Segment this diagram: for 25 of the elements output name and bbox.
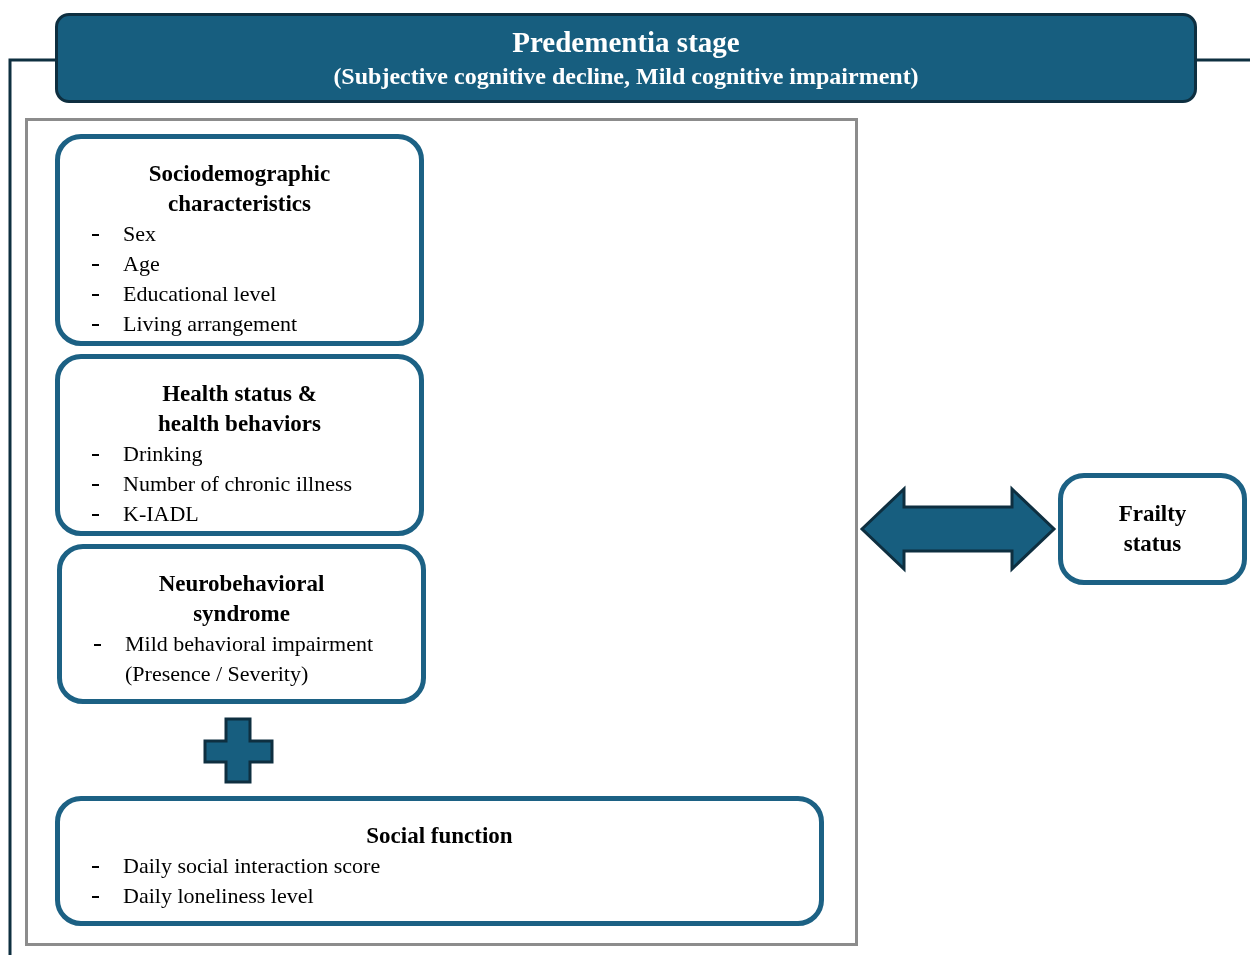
group-frame [25,118,858,946]
box-heading: Sociodemographic characteristics [147,160,332,218]
list-item: Living arrangement [123,310,298,338]
list-item: Daily social interaction score [123,852,381,880]
stage-subtitle: (Subjective cognitive decline, Mild cognitive impairment) [333,62,919,91]
factor-box [57,544,426,704]
factor-box [55,354,424,536]
box-heading: Neurobehavioral syndrome [157,570,326,628]
box-heading: Frailty status [1117,500,1188,558]
list-item: Mild behavioral impairment (Presence / Severity) [125,630,375,688]
factor-box [55,134,424,346]
factor-box [55,796,824,926]
list-item: Daily loneliness level [123,882,314,910]
box-heading: Health status & health behaviors [157,380,322,438]
list-item: Educational level [123,280,277,308]
outcome-box [1058,473,1247,585]
double-arrow [859,485,1057,573]
list-item: Number of chronic illness [123,470,353,498]
list-item: K-IADL [123,500,199,528]
stage-banner [55,13,1197,103]
list-item: Drinking [123,440,203,468]
stage-title: Predementia stage [512,25,740,60]
box-heading: Social function [366,822,513,850]
list-item: Age [123,250,160,278]
list-item: Sex [123,220,156,248]
